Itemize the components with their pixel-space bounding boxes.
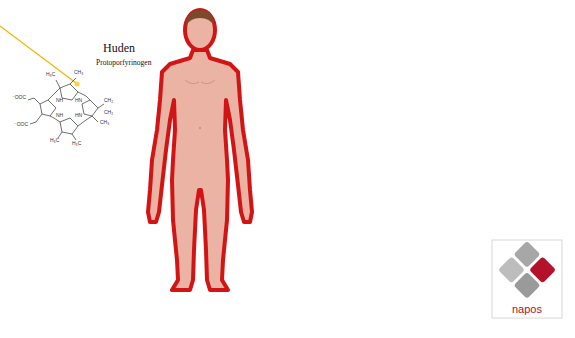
human-figure (148, 10, 252, 290)
atom-label: NH (56, 113, 63, 118)
logo-text: napos (512, 304, 542, 315)
atom-label: ⁻OOC (12, 95, 26, 100)
atom-label: HN (75, 98, 82, 103)
organ-name: Huden (103, 42, 135, 54)
highlight-dot (75, 82, 80, 87)
logo (492, 240, 562, 318)
atom-label: H₃C (50, 138, 59, 143)
atom-label: NH (56, 98, 63, 103)
atom-label: H₃C (72, 141, 81, 146)
body-outline (148, 50, 252, 290)
compound-name: Protoporfyrinogen (96, 59, 151, 67)
head-outline (185, 10, 215, 50)
molecule-structure (28, 78, 104, 140)
hair (186, 10, 214, 26)
atom-label: H₃C (46, 72, 55, 77)
chest-line (185, 80, 215, 84)
atom-label: ⁻OOC (14, 122, 28, 127)
leader-line (0, 26, 76, 83)
atom-label: CH₂ (104, 98, 113, 103)
atom-label: CH₂ (104, 110, 113, 115)
navel (199, 127, 201, 129)
atom-label: CH₃ (74, 70, 83, 75)
atom-label: HN (75, 113, 82, 118)
atom-label: CH₃ (100, 120, 109, 125)
